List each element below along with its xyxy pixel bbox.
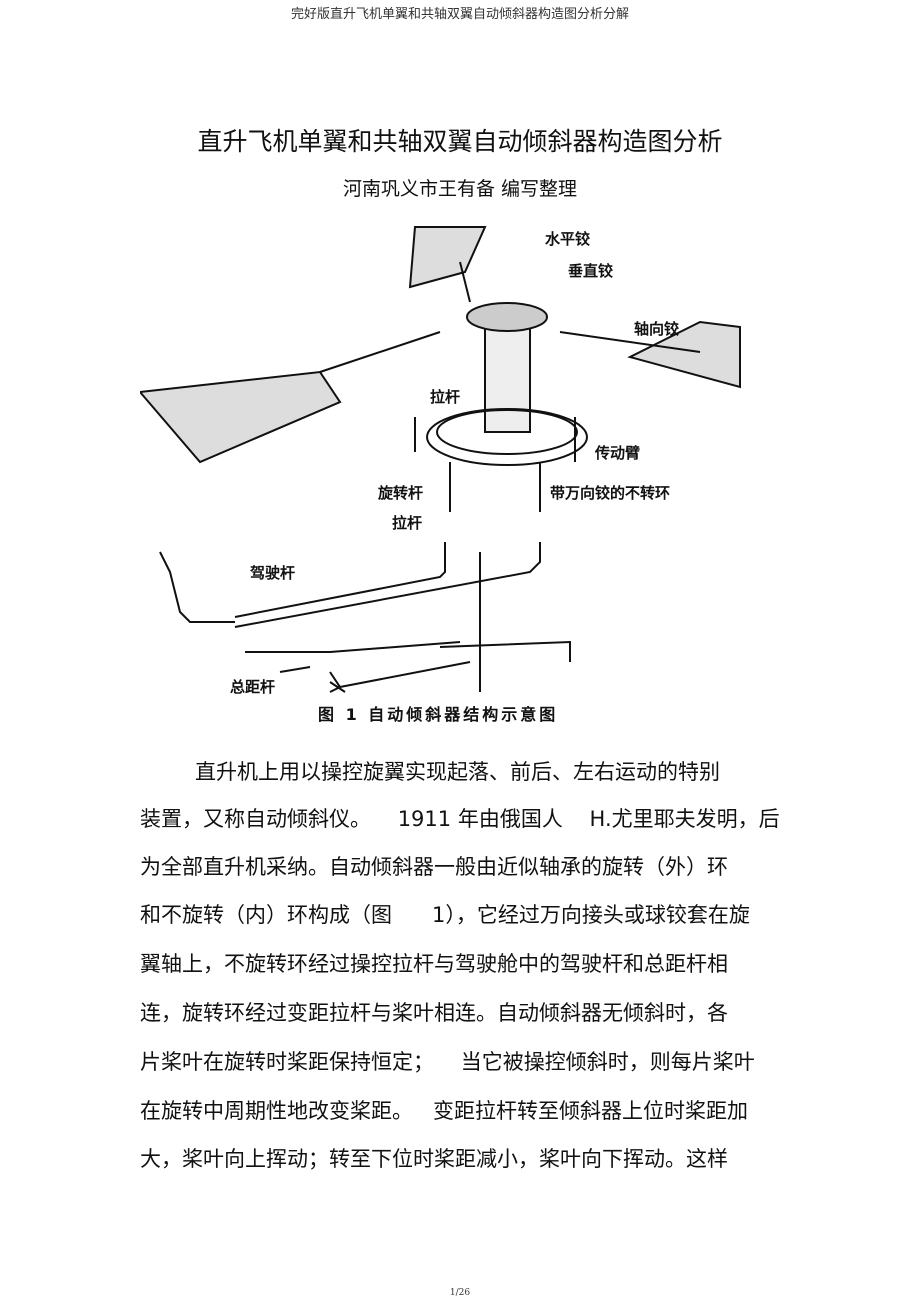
label-axial-hinge: 轴向铰 <box>634 320 679 338</box>
body-line: 片桨叶在旋转时桨距保持恒定； 当它被操控倾斜时，则每片桨叶 <box>140 1050 755 1074</box>
body-line: 大，桨叶向上挥动；转至下位时桨距减小，桨叶向下挥动。这样 <box>140 1147 728 1171</box>
body-line: 翼轴上，不旋转环经过操控拉杆与驾驶舱中的驾驶杆和总距杆相 <box>140 952 728 976</box>
body-line: 为全部直升机采纳。自动倾斜器一般由近似轴承的旋转（外）环 <box>140 855 728 879</box>
body-line: 连，旋转环经过变距拉杆与桨叶相连。自动倾斜器无倾斜时，各 <box>140 1001 728 1025</box>
page-header: 完好版直升飞机单翼和共轴双翼自动倾斜器构造图分析分解 <box>290 7 629 22</box>
page-number: 1/26 <box>449 1288 471 1298</box>
label-rotating-rod: 旋转杆 <box>377 484 423 502</box>
body-line: 直升机上用以操控旋翼实现起落、前后、左右运动的特别 <box>195 760 720 784</box>
swashplate-diagram: 水平铰 垂直铰 轴向铰 拉杆 传动臂 旋转杆 带万向铰的不转环 拉杆 驾驶杆 总… <box>140 226 741 724</box>
label-horizontal-hinge: 水平铰 <box>545 230 590 248</box>
rotor-drawing <box>140 226 741 693</box>
label-drive-arm: 传动臂 <box>594 444 640 462</box>
body-line: 装置，又称自动倾斜仪。 1911 年由俄国人 H.尤里耶夫发明，后 <box>140 807 780 831</box>
label-pull-rod-bottom: 拉杆 <box>392 514 422 532</box>
label-collective-stick: 总距杆 <box>230 678 275 696</box>
label-vertical-hinge: 垂直铰 <box>568 262 613 280</box>
body-line: 和不旋转（内）环构成（图 1），它经过万向接头或球铰套在旋 <box>140 903 750 927</box>
author-line: 河南巩义市王有备 编写整理 <box>342 178 578 200</box>
label-pull-rod-top: 拉杆 <box>430 388 460 406</box>
figure-caption: 图 1 自动倾斜器结构示意图 <box>318 705 558 724</box>
body-line: 在旋转中周期性地改变桨距。 变距拉杆转至倾斜器上位时桨距加 <box>140 1099 749 1123</box>
label-non-rotating-ring: 带万向铰的不转环 <box>550 484 670 502</box>
page-title: 直升飞机单翼和共轴双翼自动倾斜器构造图分析 <box>197 127 723 156</box>
figure-labels: 水平铰 垂直铰 轴向铰 拉杆 传动臂 旋转杆 带万向铰的不转环 拉杆 驾驶杆 总… <box>230 230 679 724</box>
label-control-stick: 驾驶杆 <box>250 564 295 582</box>
